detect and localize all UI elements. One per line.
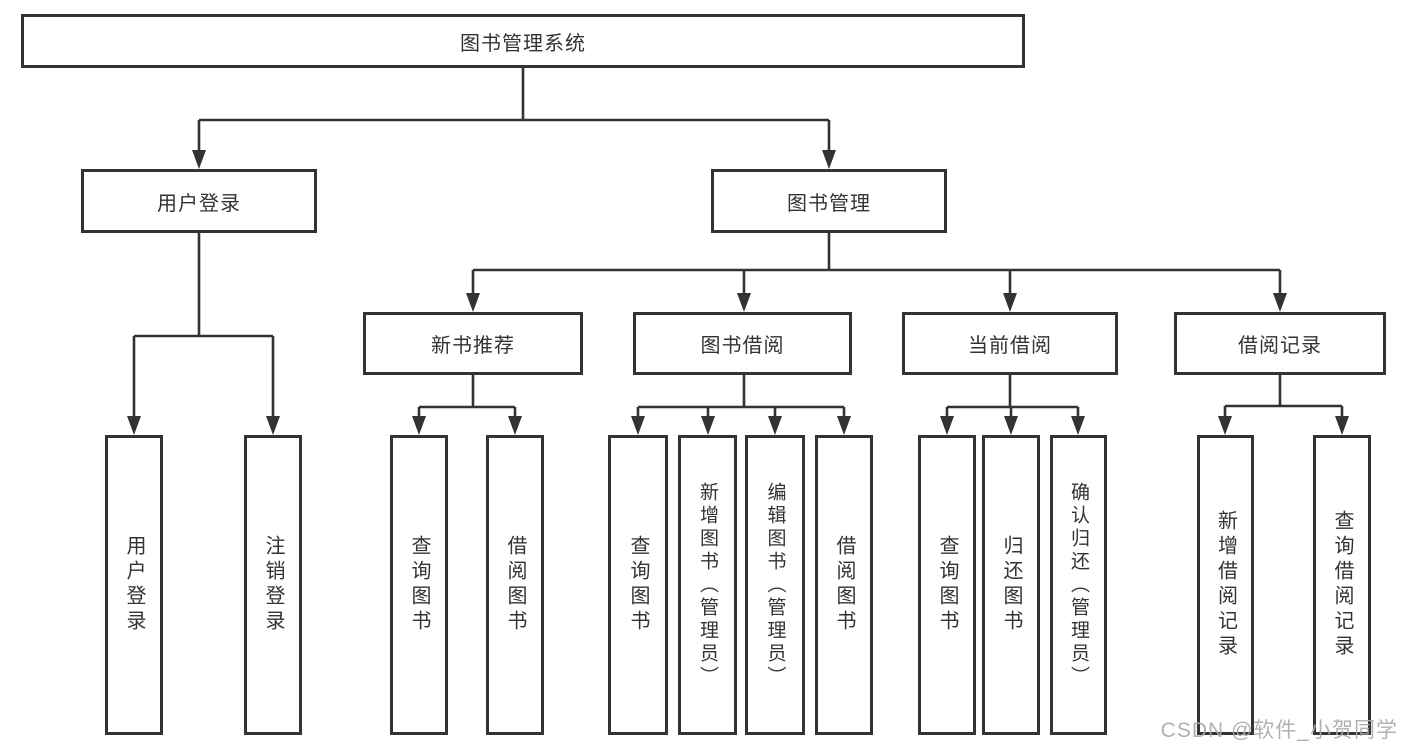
leaf-user-login: 用户登录 <box>105 435 163 735</box>
leaf-current-return-books: 归还图书 <box>982 435 1040 735</box>
node-new-book-recommend: 新书推荐 <box>363 312 583 375</box>
csdn-watermark: CSDN @软件_小贺同学 <box>1160 719 1398 742</box>
leaf-borrow-borrow-books: 借阅图书 <box>815 435 873 735</box>
leaf-current-confirm-return-admin: 确认归还（管理员） <box>1050 435 1107 735</box>
node-borrow-records: 借阅记录 <box>1174 312 1386 375</box>
connector-paths <box>132 68 1344 418</box>
leaf-logout: 注销登录 <box>244 435 302 735</box>
leaf-borrow-add-books-admin: 新增图书（管理员） <box>678 435 737 735</box>
node-root: 图书管理系统 <box>21 14 1025 68</box>
node-book-borrow: 图书借阅 <box>633 312 852 375</box>
node-book-management: 图书管理 <box>711 169 947 233</box>
leaf-records-add-record: 新增借阅记录 <box>1197 435 1254 735</box>
node-current-borrow: 当前借阅 <box>902 312 1118 375</box>
leaf-records-query-record: 查询借阅记录 <box>1313 435 1371 735</box>
leaf-newbook-query-books: 查询图书 <box>390 435 448 735</box>
leaf-borrow-edit-books-admin: 编辑图书（管理员） <box>745 435 805 735</box>
leaf-borrow-query-books: 查询图书 <box>608 435 668 735</box>
leaf-newbook-borrow-books: 借阅图书 <box>486 435 544 735</box>
arrowheads <box>127 150 1349 435</box>
leaf-current-query-books: 查询图书 <box>918 435 976 735</box>
node-user-login-group: 用户登录 <box>81 169 317 233</box>
